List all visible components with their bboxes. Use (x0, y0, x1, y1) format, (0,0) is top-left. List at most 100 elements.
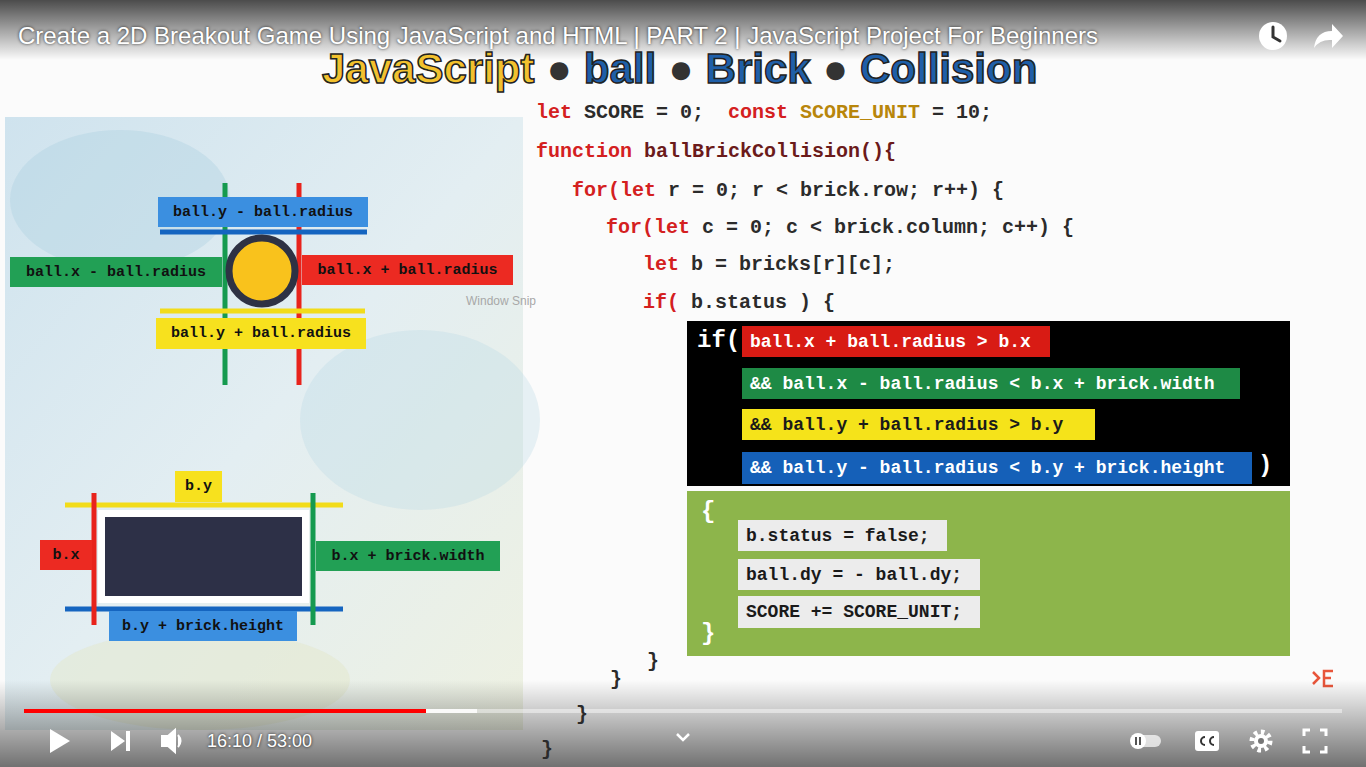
code-label: SCORE += SCORE_UNIT; (746, 601, 962, 623)
code-label: ball.x - ball.radius (26, 263, 206, 282)
code-keyword: for(let (606, 215, 690, 241)
time-display: 16:10 / 53:00 (207, 729, 312, 753)
controls-shade (0, 680, 1366, 767)
share-icon (1314, 24, 1343, 48)
progress-track (24, 709, 1342, 713)
code-token: b.status ) { (691, 290, 835, 316)
if-condition-block: if() ball.x + ball.radius > b.x && ball.x … (687, 321, 1290, 486)
code-label: && ball.y + ball.radius > b.y (750, 414, 1063, 436)
code-label: b.x + brick.width (331, 547, 484, 566)
brick-top-edge-label: b.y (175, 471, 222, 502)
condition-bottom: && ball.y + ball.radius > b.y (742, 409, 1095, 440)
text-line: 16:10 / 53:00 (207, 729, 312, 753)
guide-line (160, 230, 367, 235)
code-label: ball.x + ball.radius > b.x (750, 331, 1031, 353)
condition-right: ball.x + ball.radius > b.x (742, 326, 1050, 357)
code-keyword: if( (643, 290, 679, 316)
action-statement: SCORE += SCORE_UNIT; (738, 596, 980, 628)
watch-later-icon (1259, 22, 1287, 50)
banner-dot: ● (668, 45, 693, 93)
guide-line (65, 503, 343, 508)
banner-word: Collision (860, 45, 1037, 93)
code-keyword: const (728, 100, 788, 126)
brick-right-edge-label: b.x + brick.width (316, 541, 500, 571)
code-label: b.status = false; (746, 525, 930, 547)
code-token: SCORE = 0; (584, 100, 704, 126)
brick-bottom-edge-label: b.y + brick.height (109, 611, 297, 641)
text-line: } (647, 649, 659, 675)
ball-top-edge-label: ball.y - ball.radius (158, 197, 368, 227)
code-keyword: let (536, 100, 572, 126)
condition-left: && ball.x - ball.radius < b.x + brick.wi… (742, 368, 1240, 399)
code-token: SCORE_UNIT (800, 100, 920, 126)
text-line: let SCORE = 0; const SCORE_UNIT = 10; (536, 100, 992, 126)
guide-line (92, 493, 97, 625)
text-line: } (541, 737, 553, 763)
settings-icon (1252, 732, 1270, 750)
code-label: b.y + brick.height (122, 617, 284, 636)
snip-tooltip: Window Snip (466, 292, 536, 310)
code-keyword: let (643, 252, 679, 278)
collision-action-block: {} b.status = false; ball.dy = - ball.dy; S… (687, 491, 1290, 656)
progress-played (24, 709, 426, 713)
text-line: function ballBrickCollision(){ (536, 139, 896, 165)
code-brace: } (647, 649, 659, 675)
code-bracket: ) (1258, 452, 1272, 480)
code-function-name: ballBrickCollision(){ (644, 139, 896, 165)
banner-dot: ● (546, 45, 571, 93)
text-line: for(let c = 0; c < brick.column; c++) { (606, 215, 1074, 241)
banner-word: JavaScript (322, 45, 534, 93)
play-icon (50, 729, 70, 753)
code-keyword: function (536, 139, 632, 165)
banner-dot: ● (823, 45, 848, 93)
code-label: ball.y + ball.radius (171, 324, 351, 343)
code-brace: } (576, 702, 588, 728)
code-label: b.x (52, 546, 79, 565)
code-bracket: if( (697, 327, 740, 355)
ball-bottom-edge-label: ball.y + ball.radius (156, 318, 366, 349)
guide-line (311, 493, 316, 625)
action-statement: ball.dy = - ball.dy; (738, 559, 980, 590)
code-token: r = 0; r < brick.row; r++) { (668, 178, 1004, 204)
text-line: if( b.status ) { (643, 290, 835, 316)
code-token: = 10; (932, 100, 992, 126)
ball-right-edge-label: ball.x + ball.radius (302, 255, 513, 285)
ball (229, 238, 295, 304)
code-label: ball.dy = - ball.dy; (746, 564, 962, 586)
action-statement: b.status = false; (738, 520, 947, 551)
code-brace: } (541, 737, 553, 763)
ball-left-edge-label: ball.x - ball.radius (10, 257, 222, 287)
brick-border (98, 510, 309, 603)
code-token: b = bricks[r][c]; (691, 252, 895, 278)
banner-word: ball (584, 45, 656, 93)
guide-line (160, 309, 365, 314)
code-label: && ball.x - ball.radius < b.x + brick.wi… (750, 373, 1214, 395)
code-token: c = 0; c < brick.column; c++) { (702, 215, 1074, 241)
code-bracket: { (701, 498, 715, 526)
code-label: ball.x + ball.radius (317, 261, 497, 280)
code-bracket: } (701, 620, 715, 648)
code-keyword: for(let (572, 178, 656, 204)
text-line: } (610, 667, 622, 693)
code-brace: } (610, 667, 622, 693)
code-label: && ball.y - ball.radius < b.y + brick.he… (750, 457, 1225, 479)
condition-top: && ball.y - ball.radius < b.y + brick.he… (742, 452, 1252, 484)
text-line: Window Snip (466, 292, 536, 310)
brick-left-edge-label: b.x (40, 540, 92, 570)
banner-word: Brick (706, 45, 811, 93)
code-label: ball.y - ball.radius (173, 203, 353, 222)
banner-line: JavaScript●ball●Brick●Collision (322, 45, 1037, 93)
watercolor-blot (300, 330, 540, 510)
text-line: let b = bricks[r][c]; (643, 252, 895, 278)
chevron-icon (677, 734, 689, 740)
captions-icon (1195, 731, 1219, 751)
text-line: for(let r = 0; r < brick.row; r++) { (572, 178, 1004, 204)
autoplay-toggle (1130, 733, 1161, 749)
next-icon (111, 731, 130, 751)
code-label: b.y (185, 477, 212, 496)
brick (105, 517, 302, 596)
progress-buffer (426, 709, 477, 713)
fullscreen-icon (1304, 730, 1326, 752)
text-line: } (576, 702, 588, 728)
